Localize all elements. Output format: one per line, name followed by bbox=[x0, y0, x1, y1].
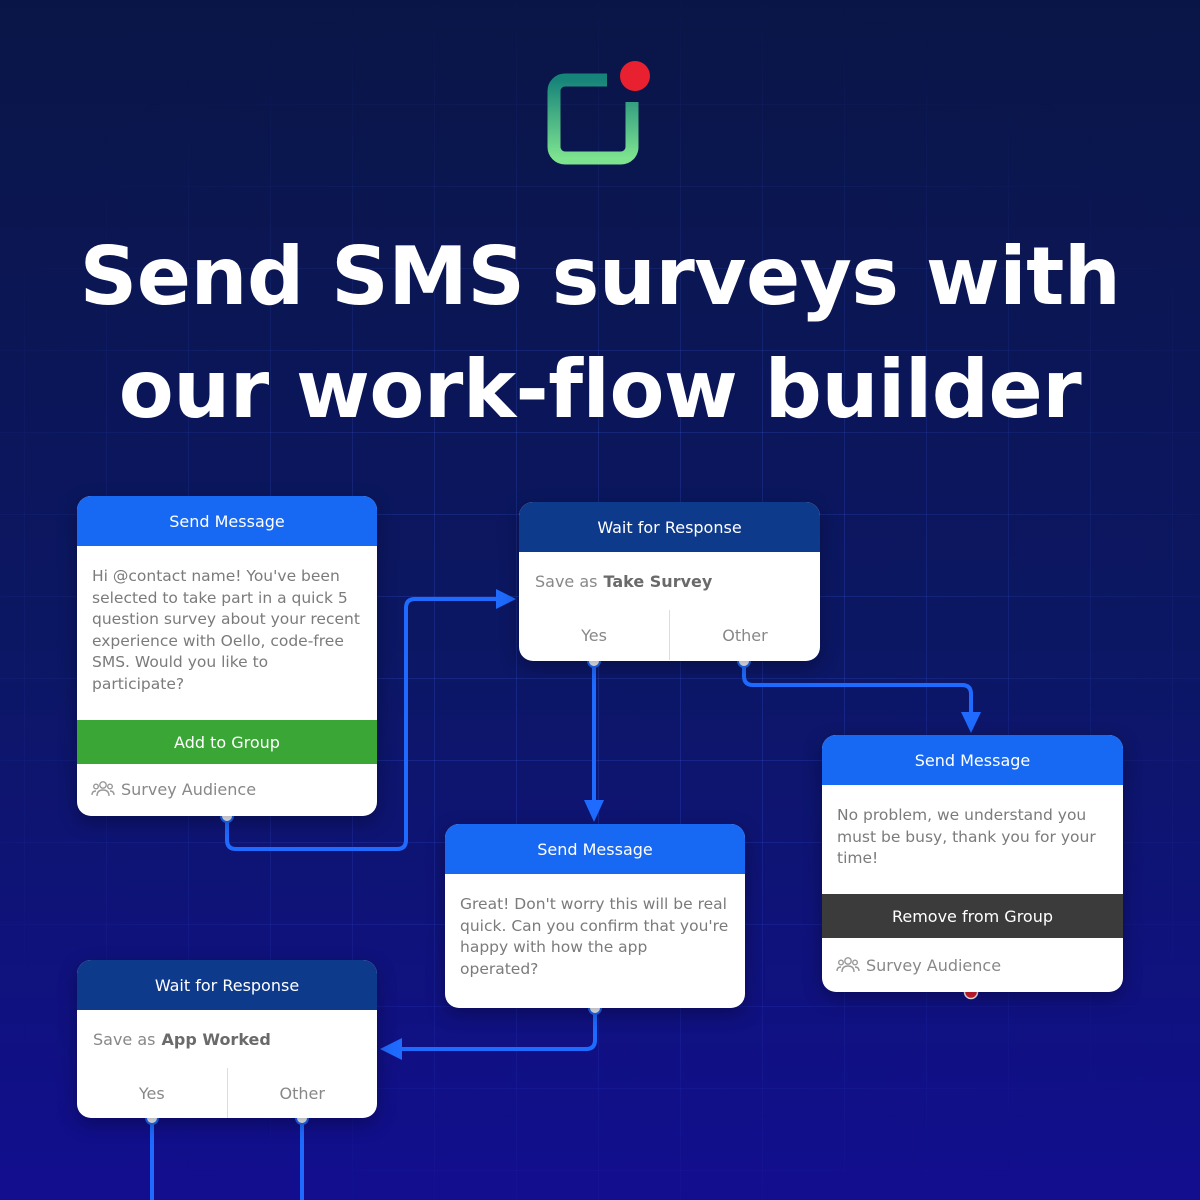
add-to-group-action[interactable]: Add to Group bbox=[77, 720, 377, 764]
oello-logo bbox=[547, 61, 650, 165]
message-text: No problem, we understand you must be bu… bbox=[837, 806, 1096, 867]
group-icon bbox=[91, 781, 115, 797]
save-as-label: Save as bbox=[535, 572, 598, 591]
connector-send1-to-wait1 bbox=[225, 597, 500, 851]
send-message-card-2[interactable]: Send Message No problem, we understand y… bbox=[822, 735, 1123, 992]
audience-label: Survey Audience bbox=[866, 955, 1002, 975]
option-yes[interactable]: Yes bbox=[138, 1083, 165, 1103]
message-text: Hi @contact name! You've been selected t… bbox=[92, 567, 360, 693]
card-title: Send Message bbox=[445, 824, 745, 874]
option-yes[interactable]: Yes bbox=[581, 625, 607, 645]
headline-line-1: Send SMS surveys with bbox=[79, 230, 1121, 323]
response-options: Yes Other bbox=[77, 1068, 377, 1118]
save-as-row: Save as Take Survey bbox=[519, 552, 820, 610]
audience-label: Survey Audience bbox=[121, 779, 257, 799]
arrow-into-send3-icon bbox=[584, 800, 604, 822]
connector-send3-to-wait2 bbox=[402, 1008, 597, 1051]
connector-wait1-other-to-send2 bbox=[742, 661, 973, 715]
wait-for-response-card-1[interactable]: Wait for Response Save as Take Survey Yes… bbox=[519, 502, 820, 661]
remove-from-group-action[interactable]: Remove from Group bbox=[822, 894, 1123, 938]
card-title: Wait for Response bbox=[77, 960, 377, 1010]
notification-dot-icon bbox=[620, 61, 650, 91]
save-as-value: Take Survey bbox=[603, 572, 713, 591]
save-as-row: Save as App Worked bbox=[77, 1010, 377, 1068]
arrow-into-wait1-icon bbox=[496, 589, 516, 609]
group-icon bbox=[836, 957, 860, 973]
headline-line-2: our work-flow builder bbox=[118, 343, 1082, 436]
save-as-value: App Worked bbox=[161, 1030, 271, 1049]
card-title: Send Message bbox=[822, 735, 1123, 785]
arrow-into-send2-icon bbox=[961, 712, 981, 733]
option-other[interactable]: Other bbox=[226, 1068, 378, 1118]
send-message-card-3[interactable]: Send Message Great! Don't worry this wil… bbox=[445, 824, 745, 1008]
card-title: Send Message bbox=[77, 496, 377, 546]
send-message-card-1[interactable]: Send Message Hi @contact name! You've be… bbox=[77, 496, 377, 816]
option-other[interactable]: Other bbox=[669, 610, 820, 660]
audience-row: Survey Audience bbox=[822, 938, 1123, 992]
response-options: Yes Other bbox=[519, 610, 820, 660]
card-title: Wait for Response bbox=[519, 502, 820, 552]
arrow-into-wait2-icon bbox=[380, 1038, 402, 1060]
save-as-label: Save as bbox=[93, 1030, 156, 1049]
wait-for-response-card-2[interactable]: Wait for Response Save as App Worked Yes … bbox=[77, 960, 377, 1118]
audience-row: Survey Audience bbox=[77, 764, 377, 814]
headline: Send SMS surveys with our work-flow buil… bbox=[0, 220, 1200, 446]
message-text: Great! Don't worry this will be real qui… bbox=[460, 895, 729, 978]
